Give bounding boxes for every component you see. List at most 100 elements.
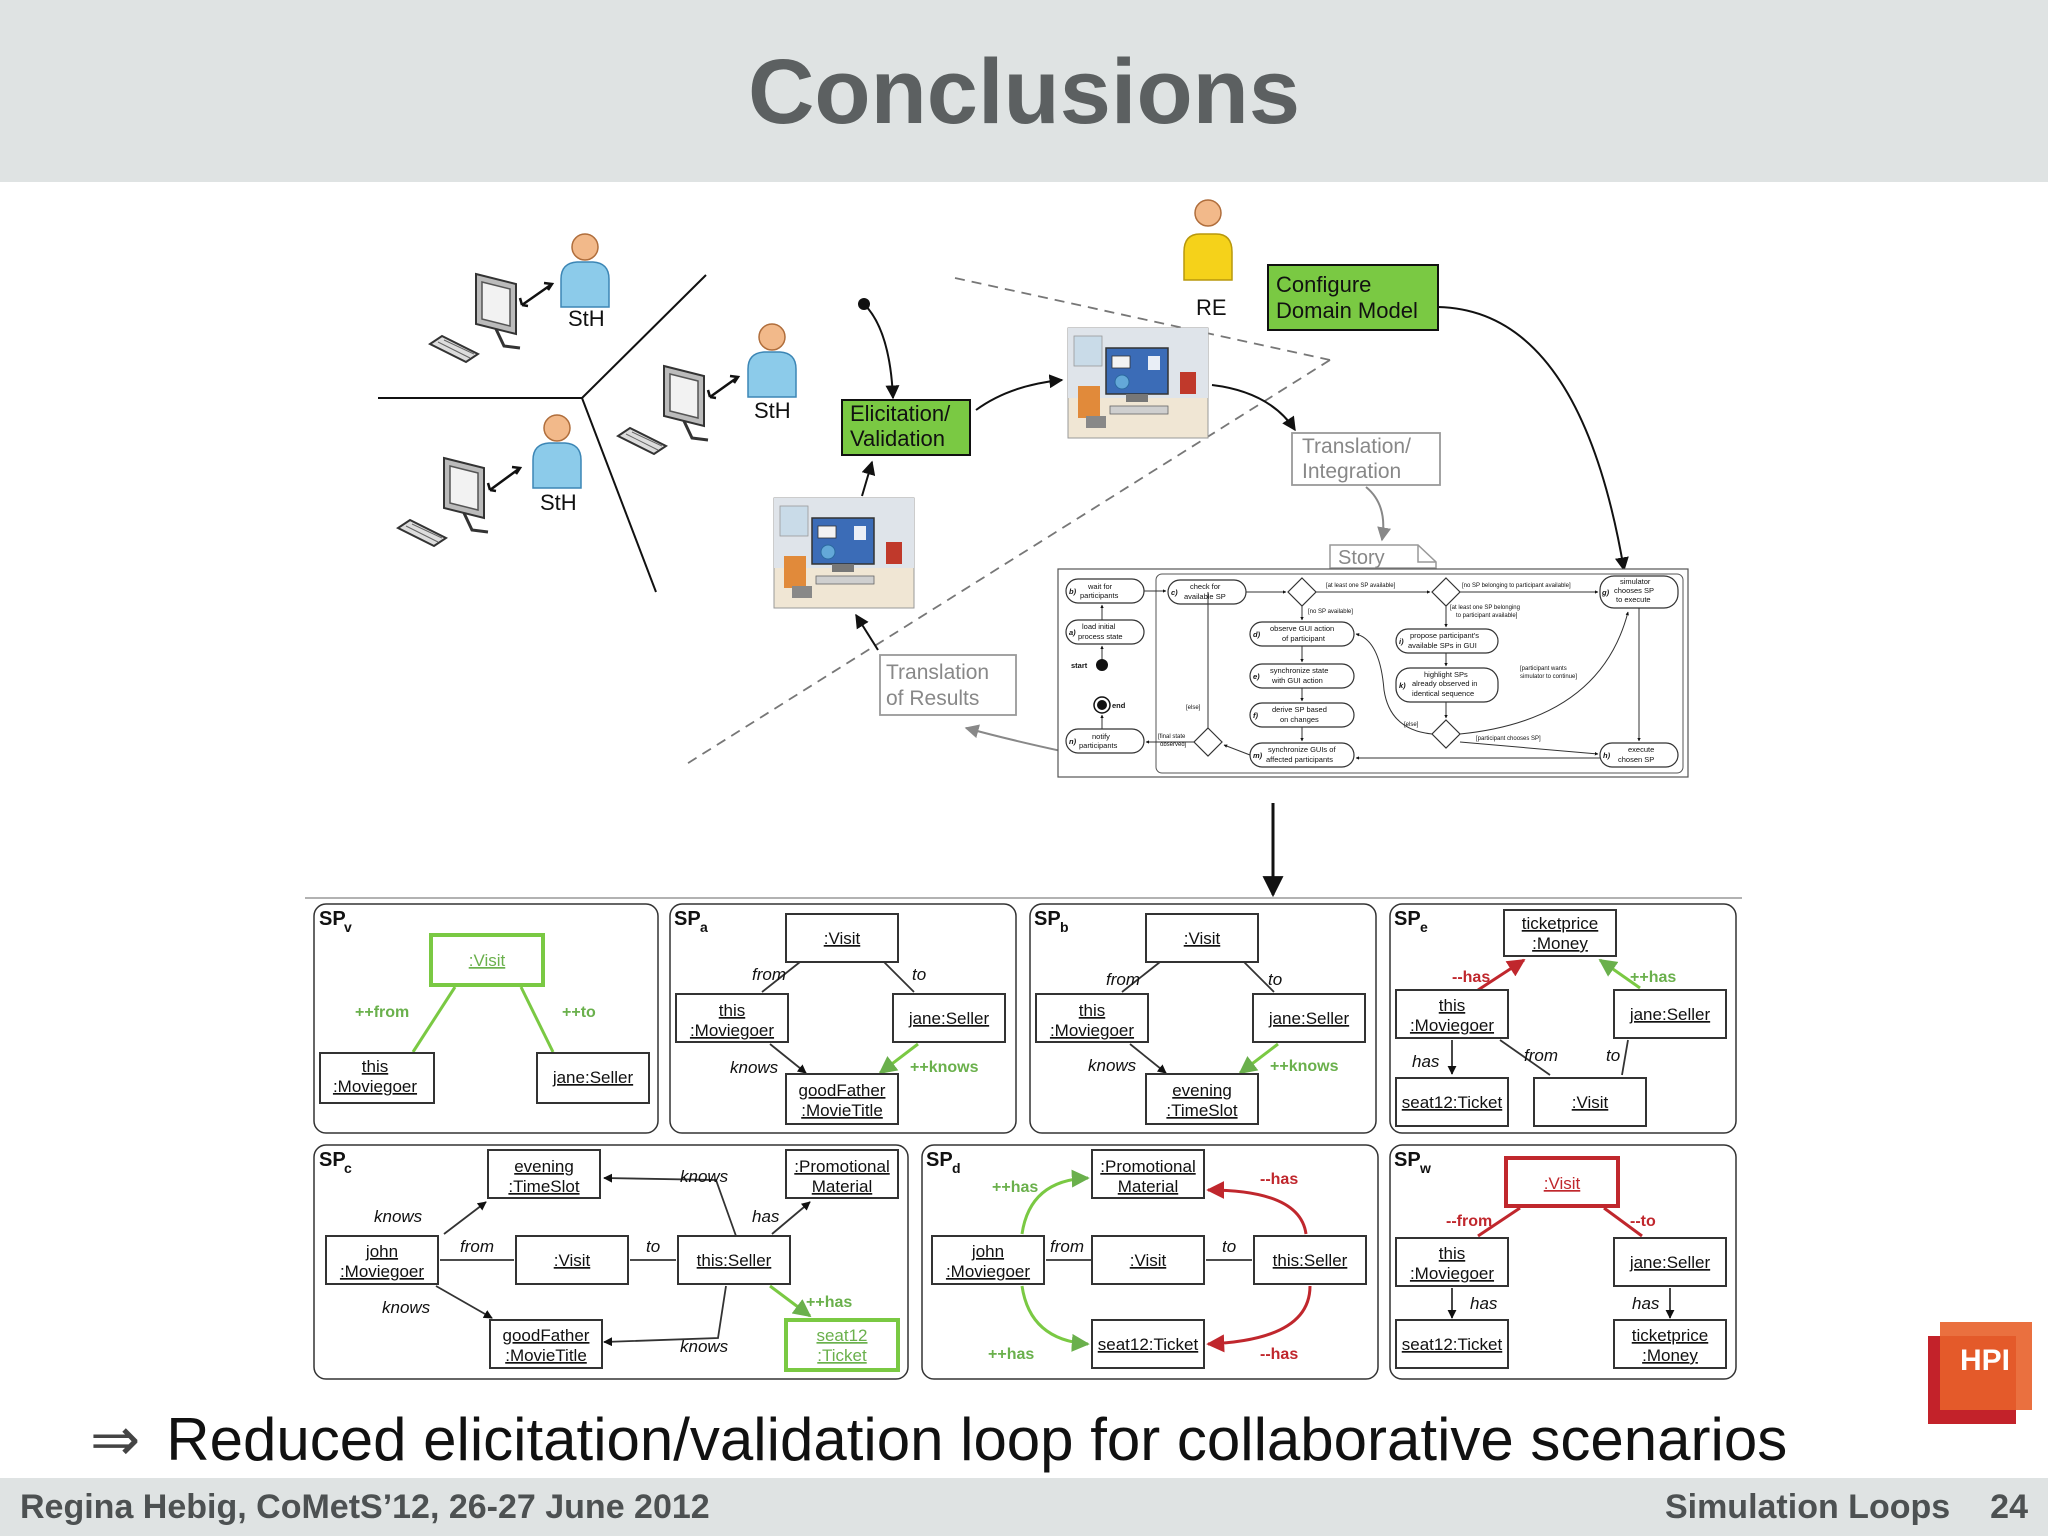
arrow xyxy=(1365,486,1392,542)
svg-text:jane:Seller: jane:Seller xyxy=(1629,1005,1711,1024)
svg-text:h): h) xyxy=(1603,751,1611,760)
svg-text:Translation/: Translation/ xyxy=(1302,435,1411,458)
svg-text:jane:Seller: jane:Seller xyxy=(1629,1253,1711,1272)
configure-domain-model-box: Configure Domain Model xyxy=(1267,264,1439,331)
svg-text:[participant wants: [participant wants xyxy=(1520,666,1567,672)
svg-text:to: to xyxy=(646,1237,660,1256)
svg-text:++has: ++has xyxy=(988,1346,1034,1363)
svg-text:knows: knows xyxy=(1088,1056,1137,1075)
svg-text::TimeSlot: :TimeSlot xyxy=(1166,1101,1237,1120)
svg-text:has: has xyxy=(1412,1052,1440,1071)
svg-text:propose participant's: propose participant's xyxy=(1410,631,1479,640)
svg-text:already observed in: already observed in xyxy=(1412,679,1477,688)
svg-text:ticketprice: ticketprice xyxy=(1522,914,1599,933)
svg-text:Domain Model: Domain Model xyxy=(1276,298,1418,323)
svg-text:this: this xyxy=(1439,996,1465,1015)
title-bar: Conclusions xyxy=(0,0,2048,182)
elicitation-validation-box: Elicitation/ Validation xyxy=(841,399,971,456)
sp-c-panel: SP c evening :TimeSlot :Promotional Mate… xyxy=(313,1144,909,1380)
svg-text:with GUI action: with GUI action xyxy=(1271,676,1323,685)
svg-text:to participant available]: to participant available] xyxy=(1456,613,1518,619)
svg-text:f): f) xyxy=(1253,711,1258,720)
footer-bar: Regina Hebig, CoMetS’12, 26-27 June 2012… xyxy=(0,1478,2048,1536)
sp-v-panel: SP v :Visit ++from ++to this :Moviegoer … xyxy=(313,903,659,1134)
svg-text:this: this xyxy=(1439,1244,1465,1263)
svg-text:evening: evening xyxy=(514,1157,574,1176)
translation-results-box: Translation of Results xyxy=(879,654,1017,716)
svg-text:john: john xyxy=(971,1242,1004,1261)
svg-text:to execute: to execute xyxy=(1616,595,1651,604)
svg-text:participants: participants xyxy=(1080,591,1119,600)
requirements-engineer: RE xyxy=(1183,199,1233,320)
svg-text:evening: evening xyxy=(1172,1081,1232,1100)
svg-text:from: from xyxy=(1524,1046,1558,1065)
svg-text:jane:Seller: jane:Seller xyxy=(552,1068,634,1087)
svg-text:this: this xyxy=(719,1001,745,1020)
svg-text:from: from xyxy=(1106,970,1140,989)
svg-text:SP: SP xyxy=(1394,908,1421,930)
arrow xyxy=(964,724,1067,753)
svg-text:jane:Seller: jane:Seller xyxy=(908,1009,990,1028)
arrow xyxy=(861,460,876,497)
svg-text:synchronize state: synchronize state xyxy=(1270,666,1328,675)
svg-text:++has: ++has xyxy=(992,1179,1038,1196)
footer-author: Regina Hebig, CoMetS’12, 26-27 June 2012 xyxy=(20,1488,710,1526)
svg-text:affected participants: affected participants xyxy=(1266,755,1333,764)
svg-text:i): i) xyxy=(1399,637,1404,646)
svg-text:to: to xyxy=(1268,970,1282,989)
svg-text:[no SP available]: [no SP available] xyxy=(1308,609,1353,615)
svg-text:available SPs in GUI: available SPs in GUI xyxy=(1408,641,1477,650)
svg-text:d: d xyxy=(952,1160,961,1176)
svg-text::Money: :Money xyxy=(1532,934,1588,953)
svg-text:participants: participants xyxy=(1079,741,1118,750)
svg-text::Visit: :Visit xyxy=(1572,1093,1609,1112)
svg-text::MovieTitle: :MovieTitle xyxy=(505,1346,587,1365)
svg-text:Story: Story xyxy=(1338,547,1385,569)
svg-text::Moviegoer: :Moviegoer xyxy=(340,1262,424,1281)
sp-d-panel: SP d :Promotional Material ++has --has j… xyxy=(921,1144,1379,1380)
svg-text:observed]: observed] xyxy=(1160,742,1187,748)
svg-text::Visit: :Visit xyxy=(1184,929,1221,948)
svg-text:this:Seller: this:Seller xyxy=(1273,1251,1348,1270)
story-note: Story xyxy=(1329,544,1437,569)
sp-w-panel: SP w :Visit --from --to this :Moviegoer … xyxy=(1389,1144,1737,1380)
svg-text::Money: :Money xyxy=(1642,1346,1698,1365)
svg-text:observe GUI action: observe GUI action xyxy=(1270,624,1334,633)
translation-integration-box: Translation/ Integration xyxy=(1291,432,1441,486)
svg-text:k): k) xyxy=(1399,681,1406,690)
svg-text:from: from xyxy=(460,1237,494,1256)
svg-text:end: end xyxy=(1112,701,1126,710)
svg-text:this:Seller: this:Seller xyxy=(697,1251,772,1270)
svg-text:g): g) xyxy=(1601,588,1610,597)
svg-text::Visit: :Visit xyxy=(1130,1251,1167,1270)
svg-text:chosen SP: chosen SP xyxy=(1618,755,1654,764)
svg-text:knows: knows xyxy=(730,1058,779,1077)
svg-text:++knows: ++knows xyxy=(910,1059,979,1076)
svg-text:a: a xyxy=(700,919,708,935)
svg-text:SP: SP xyxy=(926,1149,953,1171)
svg-text:highlight SPs: highlight SPs xyxy=(1424,670,1468,679)
sp-e-panel: SP e ticketprice :Money --has ++has this… xyxy=(1389,903,1737,1134)
svg-text:process state: process state xyxy=(1078,632,1123,641)
svg-text:to: to xyxy=(1222,1237,1236,1256)
svg-text:on changes: on changes xyxy=(1280,715,1319,724)
svg-text::Visit: :Visit xyxy=(554,1251,591,1270)
svg-text:Translation: Translation xyxy=(886,661,989,684)
svg-text:++from: ++from xyxy=(355,1004,409,1021)
arrow xyxy=(1437,306,1629,572)
svg-text:seat12:Ticket: seat12:Ticket xyxy=(1098,1335,1199,1354)
gui-screenshot-top xyxy=(1067,327,1209,439)
svg-text:e: e xyxy=(1420,919,1428,935)
svg-text::Visit: :Visit xyxy=(824,929,861,948)
svg-text:john: john xyxy=(365,1242,398,1261)
implies-arrow-icon: ⇒ xyxy=(90,1406,141,1473)
svg-text:synchronize GUIs of: synchronize GUIs of xyxy=(1268,745,1336,754)
page-number: 24 xyxy=(1990,1488,2028,1526)
svg-text:SP: SP xyxy=(674,908,701,930)
svg-text:Material: Material xyxy=(812,1177,872,1196)
svg-text:--has: --has xyxy=(1260,1346,1298,1363)
svg-text::Moviegoer: :Moviegoer xyxy=(333,1077,417,1096)
svg-text:[else]: [else] xyxy=(1186,705,1201,711)
svg-text:has: has xyxy=(752,1207,780,1226)
